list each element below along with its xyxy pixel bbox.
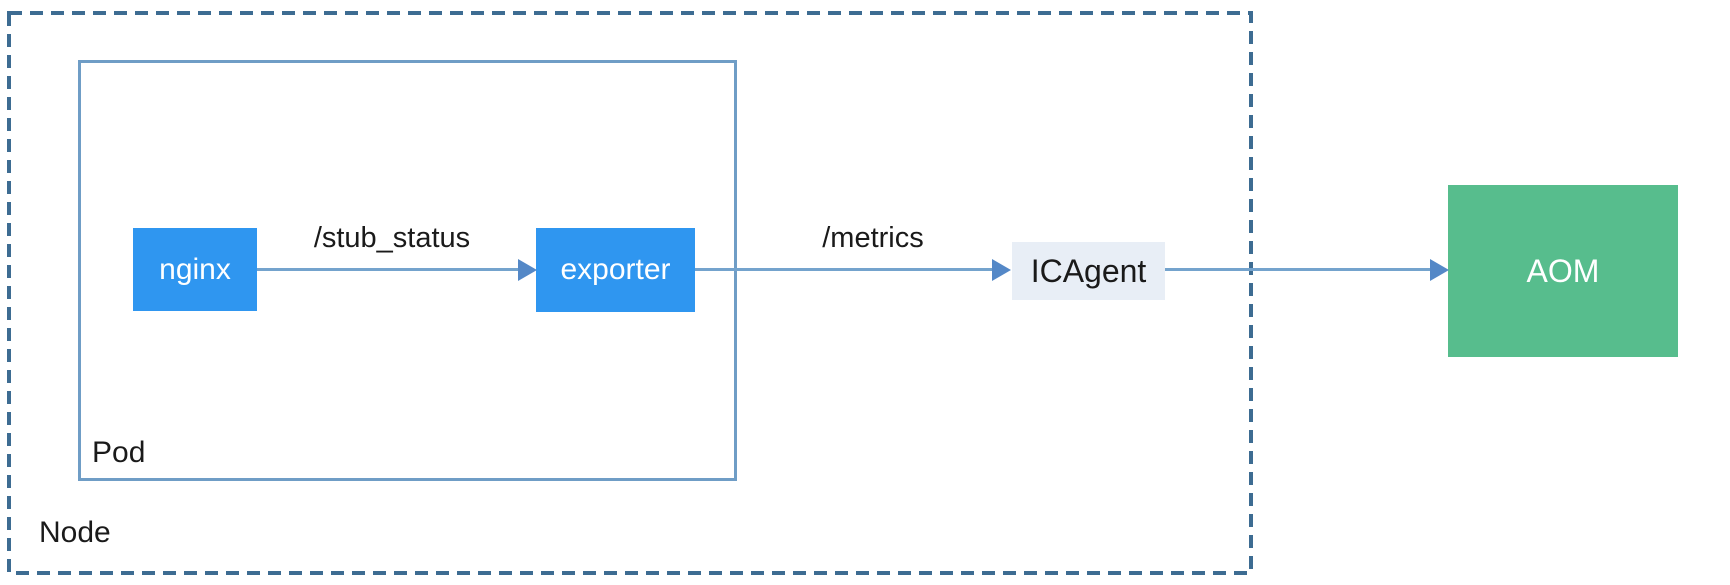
aom-box: AOM bbox=[1448, 185, 1678, 357]
edge-exporter-icagent-arrowhead-icon bbox=[992, 259, 1011, 281]
icagent-box: ICAgent bbox=[1012, 242, 1165, 300]
exporter-box: exporter bbox=[536, 228, 695, 312]
pod-label: Pod bbox=[92, 436, 146, 469]
edge-icagent-aom-arrowhead-icon bbox=[1430, 259, 1449, 281]
edge-label-metrics: /metrics bbox=[822, 222, 924, 254]
edge-nginx-exporter-line bbox=[257, 268, 521, 271]
edge-nginx-exporter-arrowhead-icon bbox=[518, 259, 537, 281]
node-boundary-rect bbox=[7, 11, 1253, 575]
edge-exporter-icagent-line bbox=[695, 268, 993, 271]
node-boundary bbox=[7, 11, 1253, 575]
node-label: Node bbox=[39, 516, 111, 549]
edge-icagent-aom-line bbox=[1165, 268, 1431, 271]
edge-label-stub-status: /stub_status bbox=[313, 222, 471, 254]
nginx-box: nginx bbox=[133, 228, 257, 311]
